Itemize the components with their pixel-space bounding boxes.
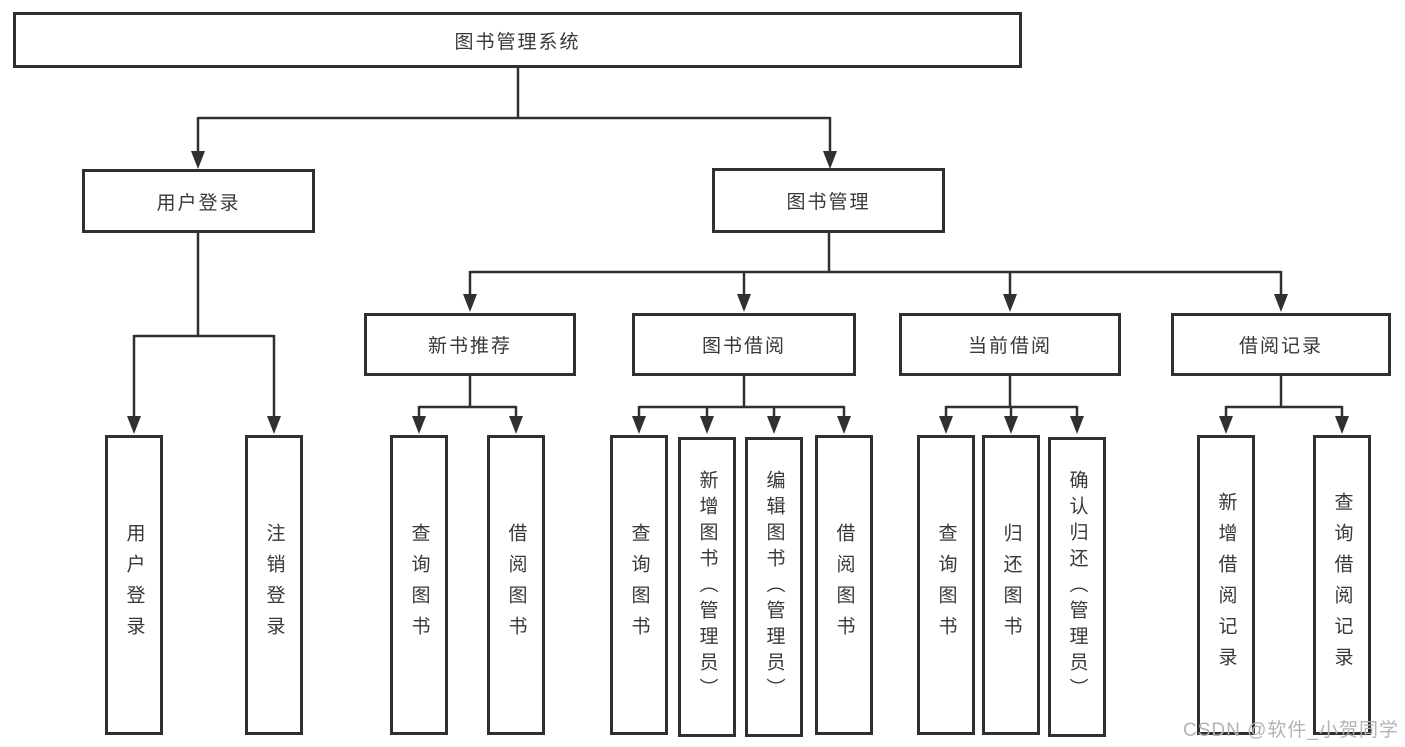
leaf-query-borrow-record-label: 查询借阅记录 xyxy=(1331,492,1353,678)
node-book-borrow: 图书借阅 xyxy=(632,313,856,376)
leaf-edit-book-admin-label: 编辑图书（管理员） xyxy=(763,470,785,704)
node-new-book-recommend-label: 新书推荐 xyxy=(427,336,512,357)
leaf-query-book-borrow: 查询图书 xyxy=(610,435,668,735)
leaf-add-book-admin: 新增图书（管理员） xyxy=(678,437,736,737)
node-user-login-label: 用户登录 xyxy=(156,192,241,214)
leaf-edit-book-admin: 编辑图书（管理员） xyxy=(745,437,803,737)
leaf-query-book-borrow-label: 查询图书 xyxy=(628,523,650,647)
leaf-logout-label: 注销登录 xyxy=(263,523,285,647)
node-book-management-label: 图书管理 xyxy=(786,192,871,213)
leaf-confirm-return-admin: 确认归还（管理员） xyxy=(1048,437,1106,737)
connector-stems xyxy=(132,68,1344,417)
leaf-add-borrow-record-label: 新增借阅记录 xyxy=(1215,492,1237,678)
leaf-query-book-current: 查询图书 xyxy=(917,435,975,735)
leaf-query-book-recommend: 查询图书 xyxy=(390,435,448,735)
node-new-book-recommend: 新书推荐 xyxy=(364,313,576,376)
leaf-add-borrow-record: 新增借阅记录 xyxy=(1197,435,1255,735)
arrowheads xyxy=(127,151,1349,434)
node-borrow-records-label: 借阅记录 xyxy=(1238,336,1323,357)
node-book-management: 图书管理 xyxy=(712,168,945,233)
node-user-login: 用户登录 xyxy=(82,169,315,233)
leaf-borrow-book-label: 借阅图书 xyxy=(833,523,855,647)
node-root: 图书管理系统 xyxy=(13,12,1022,68)
node-current-borrow: 当前借阅 xyxy=(899,313,1121,376)
leaf-return-book-label: 归还图书 xyxy=(1000,523,1022,647)
node-current-borrow-label: 当前借阅 xyxy=(967,336,1052,357)
leaf-query-book-current-label: 查询图书 xyxy=(935,523,957,647)
leaf-return-book: 归还图书 xyxy=(982,435,1040,735)
leaf-borrow-book-recommend: 借阅图书 xyxy=(487,435,545,735)
leaf-query-borrow-record: 查询借阅记录 xyxy=(1313,435,1371,735)
leaf-borrow-book-recommend-label: 借阅图书 xyxy=(505,523,527,647)
node-book-borrow-label: 图书借阅 xyxy=(701,336,786,357)
leaf-query-book-recommend-label: 查询图书 xyxy=(408,523,430,647)
watermark: CSDN @软件_小贺同学 xyxy=(1183,720,1399,741)
leaf-user-login: 用户登录 xyxy=(105,435,163,735)
leaf-user-login-label: 用户登录 xyxy=(123,523,145,647)
leaf-logout: 注销登录 xyxy=(245,435,303,735)
leaf-add-book-admin-label: 新增图书（管理员） xyxy=(696,470,718,704)
leaf-confirm-return-admin-label: 确认归还（管理员） xyxy=(1066,470,1088,704)
node-root-label: 图书管理系统 xyxy=(454,31,581,53)
node-borrow-records: 借阅记录 xyxy=(1171,313,1391,376)
leaf-borrow-book: 借阅图书 xyxy=(815,435,873,735)
